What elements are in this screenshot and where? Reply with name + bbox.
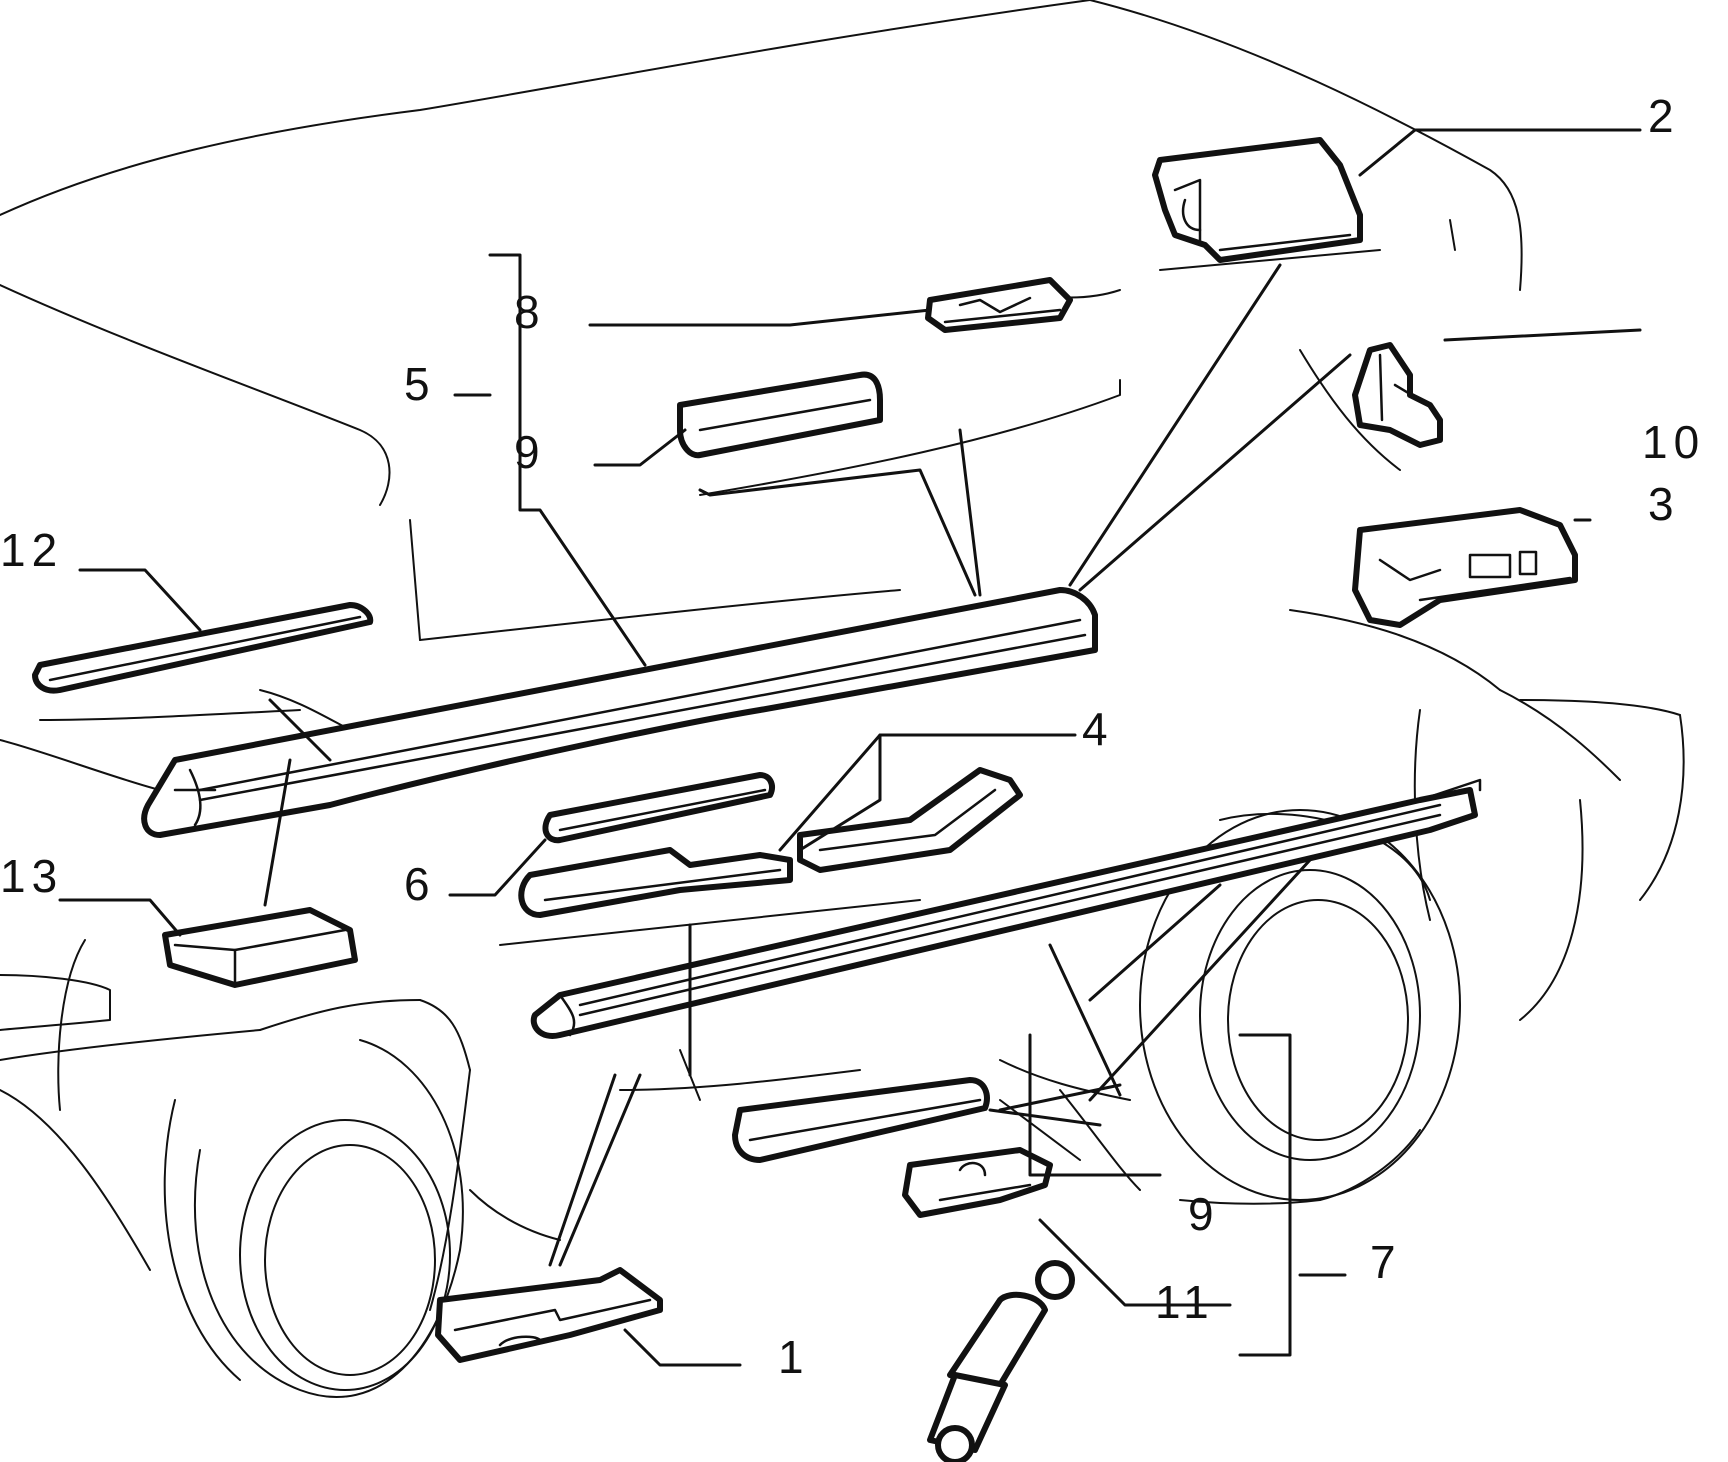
part-8-clip bbox=[925, 277, 1073, 333]
leader-lines bbox=[58, 128, 1642, 1367]
part-1-tray bbox=[435, 1267, 663, 1363]
callout-8: 8 bbox=[514, 286, 546, 338]
part-6-strip bbox=[542, 772, 775, 844]
part-13-tray bbox=[162, 907, 358, 988]
callout-11: 11 bbox=[1155, 1276, 1215, 1328]
callout-6: 6 bbox=[404, 858, 436, 910]
callout-labels: 1 2 3 4 5 6 7 8 9 9 10 11 12 13 bbox=[0, 90, 1705, 1383]
callout-3: 3 bbox=[1648, 478, 1680, 530]
callout-13: 13 bbox=[0, 850, 63, 902]
part-4-rear-piece bbox=[797, 767, 1023, 873]
part-9-upper-cover bbox=[677, 371, 883, 459]
callout-2: 2 bbox=[1648, 90, 1680, 142]
callout-1: 1 bbox=[778, 1331, 810, 1383]
callout-4: 4 bbox=[1082, 703, 1114, 755]
part-3-bracket bbox=[1352, 507, 1578, 628]
callout-9-lower: 9 bbox=[1188, 1188, 1220, 1240]
car-body-outline bbox=[0, 0, 1685, 1311]
front-wheel bbox=[163, 1039, 464, 1398]
callout-10: 10 bbox=[1642, 416, 1705, 468]
part-12-strip bbox=[32, 602, 374, 694]
callout-12: 12 bbox=[0, 524, 63, 576]
part-11-bracket bbox=[902, 1147, 1053, 1218]
callout-9-upper: 9 bbox=[514, 426, 546, 478]
part-7-lower-sill bbox=[530, 778, 1482, 1039]
shock-absorber bbox=[927, 1260, 1075, 1462]
callout-5: 5 bbox=[404, 358, 436, 410]
part-9-lower-cover bbox=[732, 1077, 990, 1163]
part-10-bracket bbox=[1352, 342, 1443, 448]
part-4-front-piece bbox=[518, 847, 793, 918]
part-2-bracket bbox=[1152, 137, 1363, 263]
callout-7: 7 bbox=[1370, 1236, 1402, 1288]
part-5-upper-sill bbox=[141, 587, 1098, 838]
